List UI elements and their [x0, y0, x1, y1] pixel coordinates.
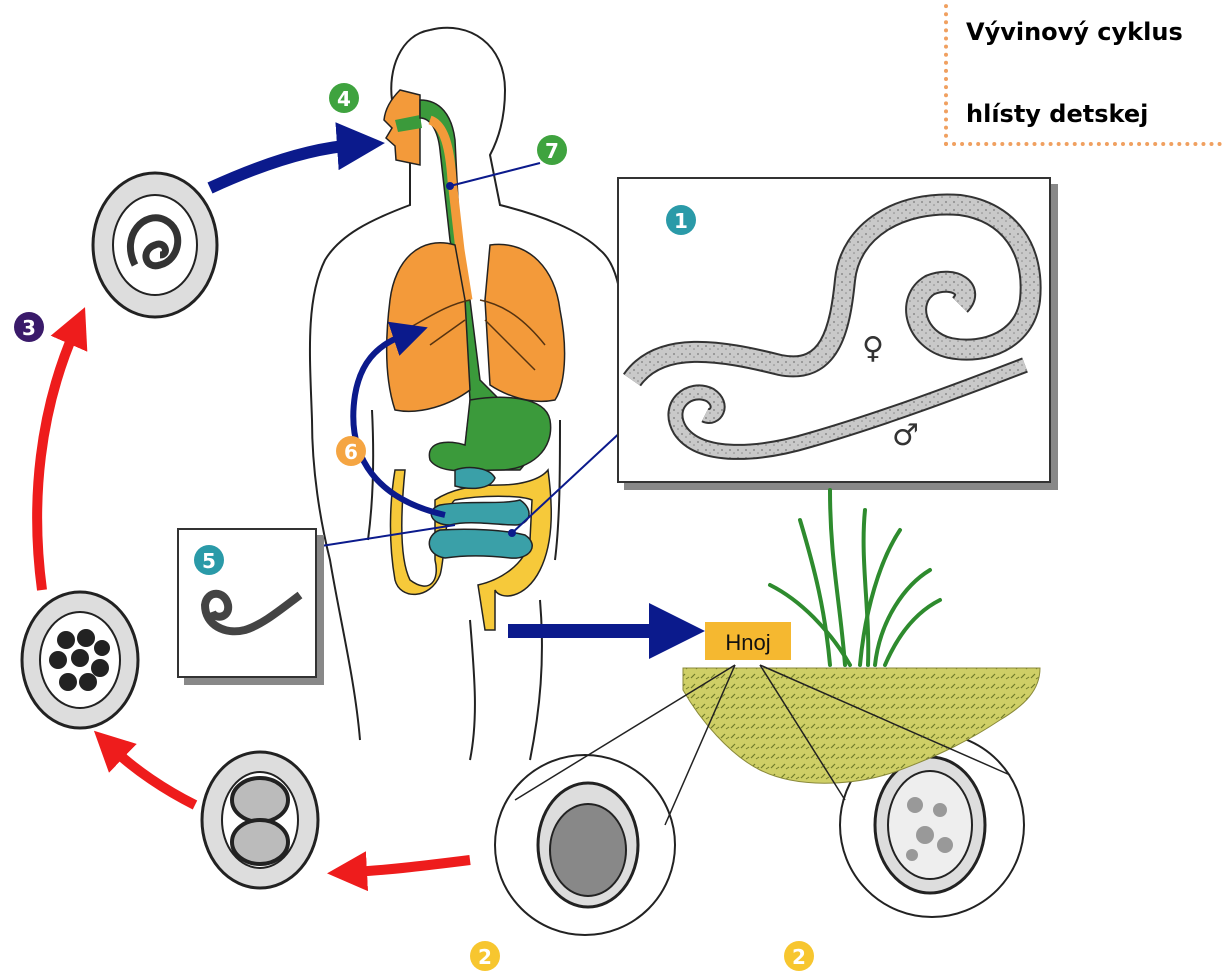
arrow-red-left — [37, 330, 75, 590]
svg-text:1: 1 — [674, 209, 688, 233]
egg-two-cell — [202, 752, 318, 888]
title-line-1: Vývinový cyklus — [966, 18, 1183, 46]
svg-text:4: 4 — [337, 87, 351, 111]
manure-label: Hnoj — [725, 630, 770, 655]
svg-text:5: 5 — [202, 549, 216, 573]
svg-text:6: 6 — [344, 440, 358, 464]
arrow-red-bottom — [352, 860, 470, 872]
head-profile — [384, 90, 422, 165]
step-badge-2-left: 2 — [470, 941, 500, 971]
step-badge-2-right: 2 — [784, 941, 814, 971]
magnified-egg-unembryonated — [495, 755, 675, 935]
egg-morula — [22, 592, 138, 728]
svg-text:7: 7 — [545, 139, 559, 163]
step-badge-1: 1 — [666, 205, 696, 235]
step-badge-5: 5 — [194, 545, 224, 575]
step-badge-3: 3 — [14, 312, 44, 342]
svg-text:3: 3 — [22, 316, 36, 340]
step-badge-4: 4 — [329, 83, 359, 113]
egg-embryonated-larva — [93, 173, 217, 317]
stomach — [429, 397, 550, 470]
svg-text:2: 2 — [792, 945, 806, 969]
svg-text:2: 2 — [478, 945, 492, 969]
grass — [770, 490, 940, 665]
arrow-blue-to-mouth — [210, 145, 355, 188]
female-symbol: ♀ — [862, 331, 884, 366]
arrow-red-lower-left — [112, 748, 195, 805]
step-badge-6: 6 — [336, 436, 366, 466]
male-symbol: ♂ — [892, 418, 919, 453]
title-line-2: hlísty detskej — [966, 100, 1148, 128]
step-badge-7: 7 — [537, 135, 567, 165]
